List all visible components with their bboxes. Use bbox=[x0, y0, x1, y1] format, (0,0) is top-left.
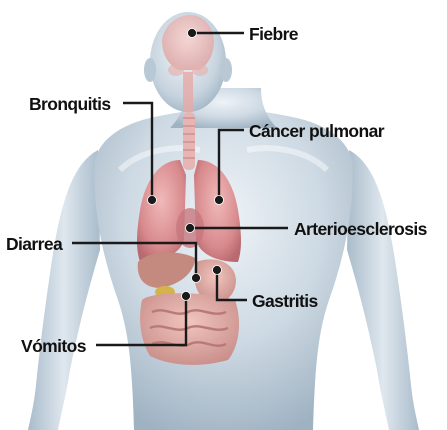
label-bronquitis: Bronquitis bbox=[29, 94, 111, 114]
dot-cancer bbox=[215, 196, 224, 205]
label-gastritis: Gastritis bbox=[252, 291, 318, 311]
dot-gastritis bbox=[213, 266, 222, 275]
label-fiebre: Fiebre bbox=[249, 24, 299, 44]
label-arterio: Arterioesclerosis bbox=[294, 219, 428, 239]
label-diarrea: Diarrea bbox=[6, 234, 63, 254]
trachea bbox=[183, 112, 195, 170]
dot-diarrea bbox=[192, 274, 201, 283]
dot-vomitos bbox=[182, 292, 191, 301]
label-vomitos: Vómitos bbox=[21, 336, 87, 356]
dot-arterio bbox=[186, 224, 195, 233]
label-cancer: Cáncer pulmonar bbox=[249, 121, 385, 141]
dot-bronquitis bbox=[148, 196, 157, 205]
dot-fiebre bbox=[188, 29, 197, 38]
abdominal-organs bbox=[138, 252, 239, 365]
